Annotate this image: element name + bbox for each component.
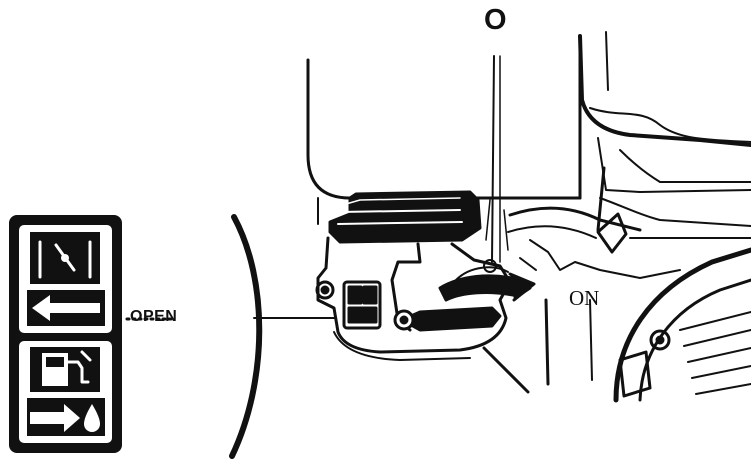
fuel-on-label: ON (569, 286, 600, 310)
fuel-pump-icon (30, 347, 100, 392)
bracket-arc (229, 214, 263, 459)
choke-open-label: OPEN (130, 308, 178, 325)
instruction-placard (9, 215, 122, 453)
closed-position-label: O (484, 4, 507, 36)
choke-lever-icon (30, 232, 100, 284)
arrow-right-fuel-drop-icon (27, 398, 105, 436)
arrow-left-icon (27, 290, 105, 326)
engine-illustration (306, 31, 751, 403)
